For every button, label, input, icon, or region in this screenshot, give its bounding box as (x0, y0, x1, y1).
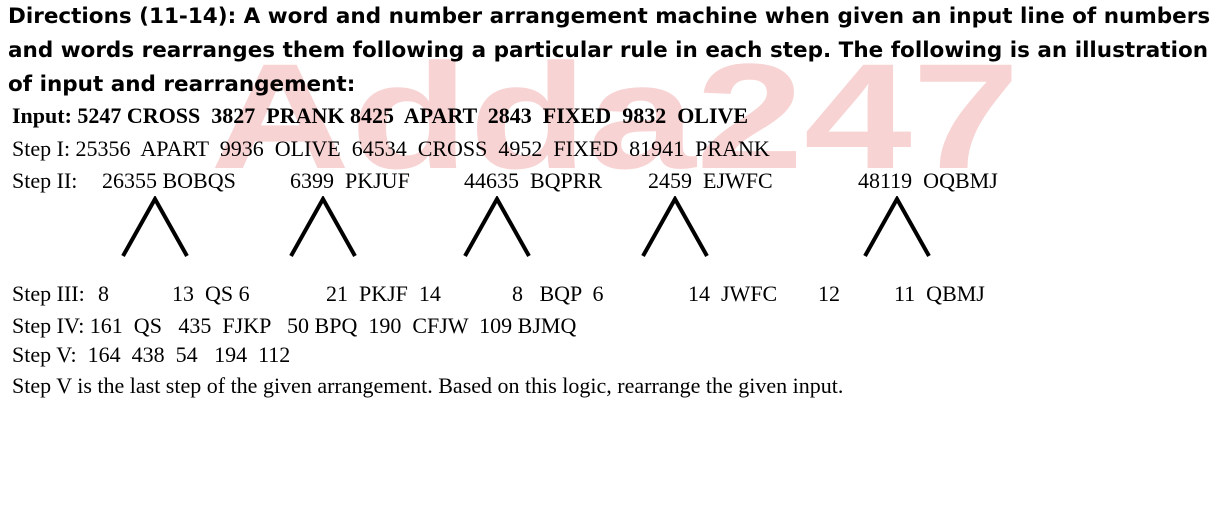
step-3-token: 21 PKJF 14 (326, 281, 441, 306)
chevron-split-icon (463, 196, 531, 257)
step-3-token: 8 BQP 6 (512, 281, 604, 306)
chevron-split-icon (121, 196, 189, 257)
input-line: Input: 5247 CROSS 3827 PRANK 8425 APART … (12, 103, 749, 128)
chevron-split-icon (641, 196, 709, 257)
svg-text:Adda247: Adda247 (210, 32, 1020, 178)
step-2-line: Step II: 26355 BOBQS 6399 PKJUF 44635 BQ… (12, 168, 1212, 196)
footer-line: Step V is the last step of the given arr… (12, 373, 844, 398)
step-4-line: Step IV: 161 QS 435 FJKP 50 BPQ 190 CFJW… (12, 313, 577, 338)
adda247-watermark-logo: Adda247 (210, 32, 1020, 178)
step-3-label: Step III: (12, 281, 85, 306)
chevron-split-icon (289, 196, 357, 257)
step-2-token: 48119 OQBMJ (858, 168, 998, 193)
step-3-token: 11 QBMJ (894, 281, 985, 306)
step-2-label: Step II: (12, 168, 78, 193)
step-2-token: 6399 PKJUF (290, 168, 410, 193)
step-1-line: Step I: 25356 APART 9936 OLIVE 64534 CRO… (12, 136, 770, 161)
directions-paragraph: Directions (11-14): A word and number ar… (8, 4, 1211, 97)
step-2-token: 2459 EJWFC (648, 168, 773, 193)
step-5-line: Step V: 164 438 54 194 112 (12, 342, 291, 367)
step-2-token: 44635 BQPRR (464, 168, 603, 193)
step-3-token: 13 QS 6 (172, 281, 250, 306)
step-3-token: 14 JWFC (688, 281, 778, 306)
chevron-split-icon (863, 196, 931, 257)
step-3-line: Step III: 8 13 QS 6 21 PKJF 14 8 BQP 6 1… (12, 281, 1212, 309)
step-2-token: 26355 BOBQS (102, 168, 236, 193)
step-3-token: 8 (98, 281, 109, 306)
step-3-token: 12 (818, 281, 840, 306)
